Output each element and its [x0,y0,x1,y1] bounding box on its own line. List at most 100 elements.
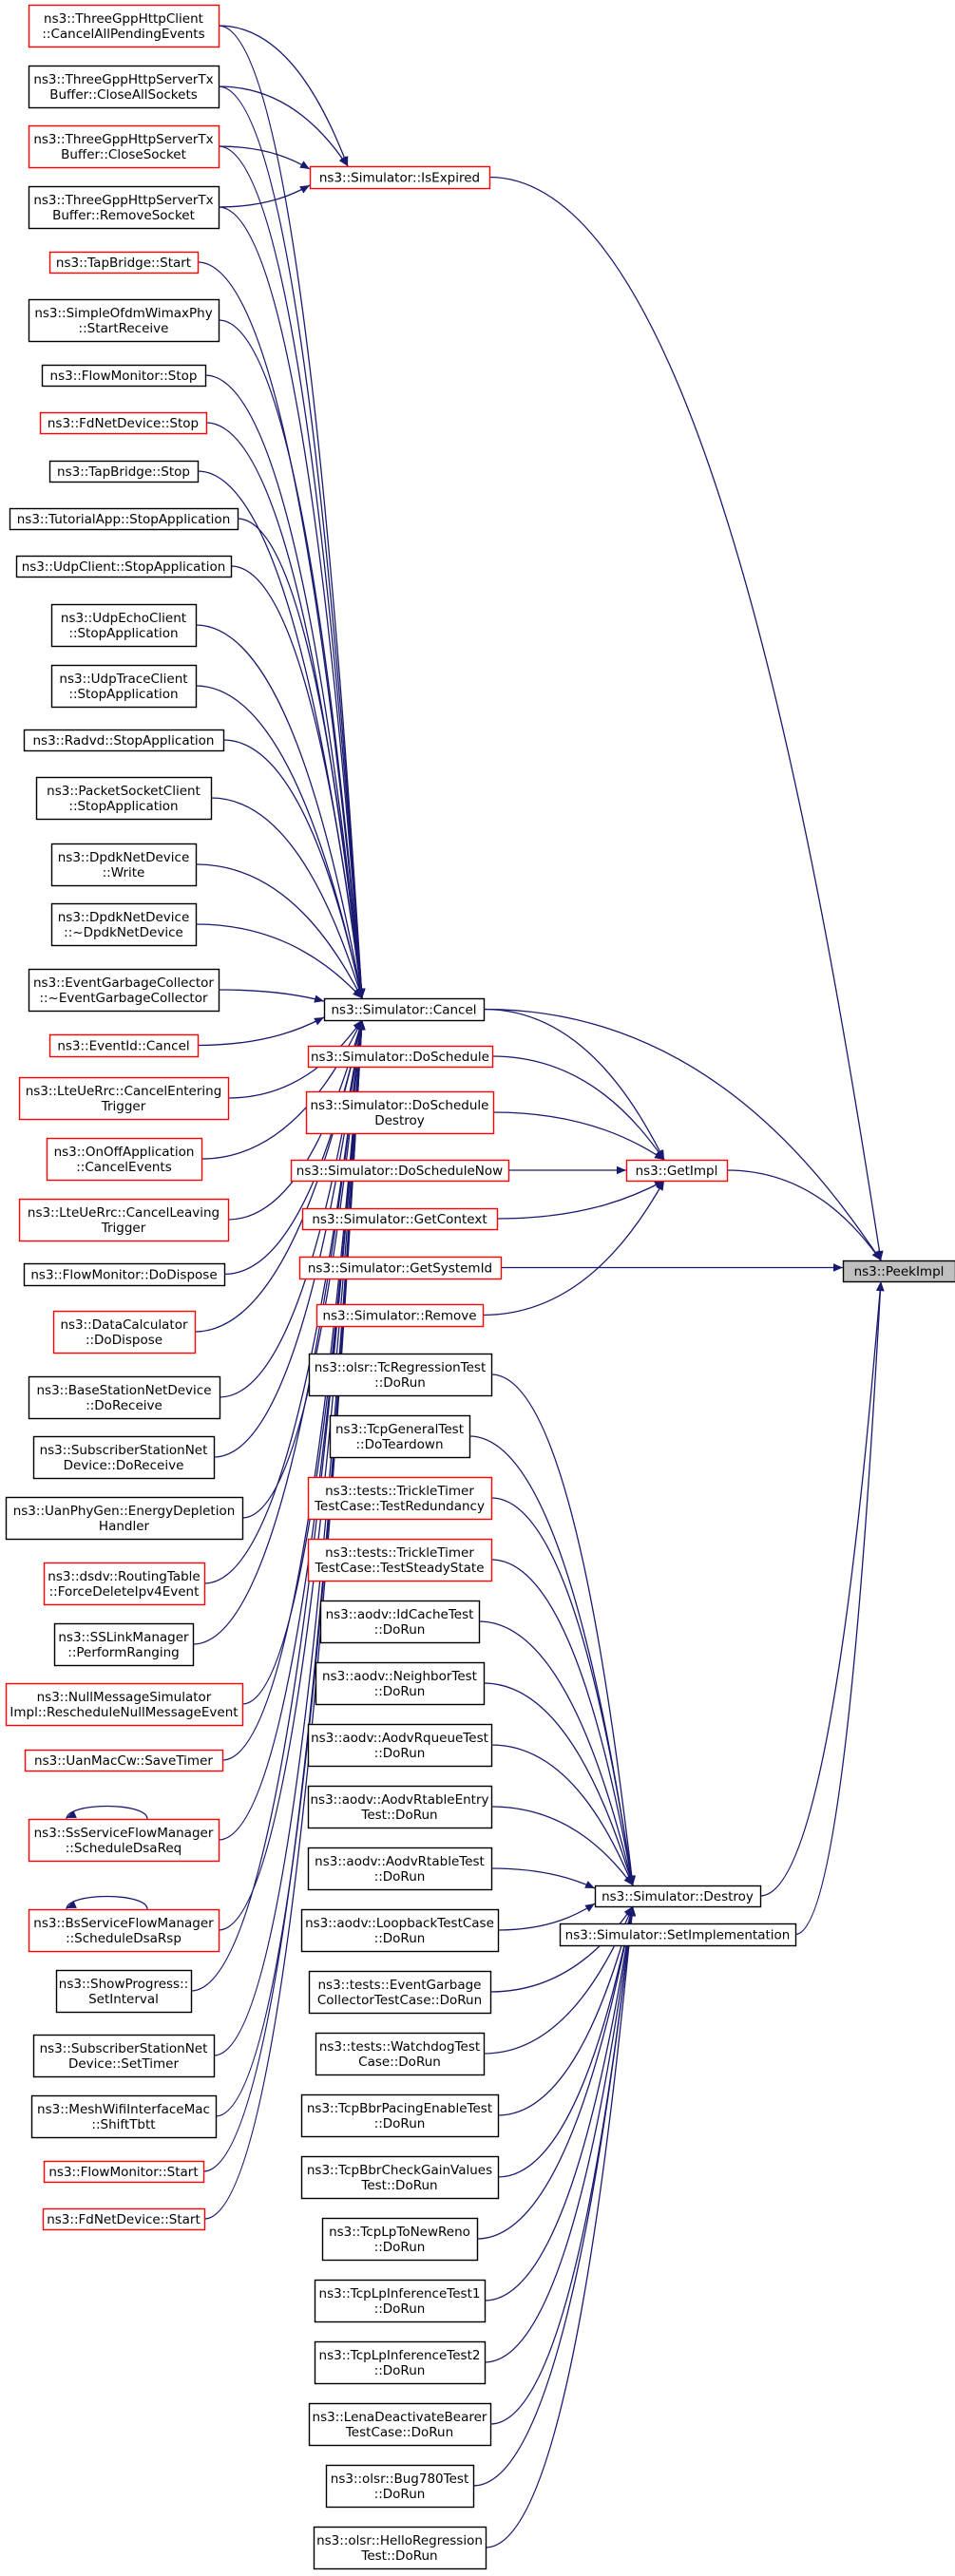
node-d7[interactable]: ns3::aodv::AodvRqueueTest::DoRun [307,1723,493,1768]
node-c35[interactable]: ns3::SubscriberStationNetDevice::SetTime… [32,2034,216,2078]
node-box-c30 [5,1682,244,1727]
node-c36[interactable]: ns3::MeshWifiInterfaceMac::ShiftTbtt [30,2094,218,2139]
node-c37[interactable]: ns3::FlowMonitor::Start [43,2160,205,2184]
node-c11[interactable]: ns3::UdpClient::StopApplication [15,555,233,578]
edge-remove-to-getimpl-arrowhead [656,1181,664,1191]
node-c12[interactable]: ns3::UdpEchoClient::StopApplication [50,603,198,648]
node-c26[interactable]: ns3::SubscriberStationNetDevice::DoRecei… [32,1435,216,1480]
node-label-c29-line1: ::PerformRanging [67,1645,179,1660]
node-c6[interactable]: ns3::SimpleOfdmWimaxPhy::StartReceive [28,298,220,343]
node-d9[interactable]: ns3::aodv::AodvRtableTest::DoRun [307,1847,493,1891]
node-d1[interactable]: ns3::olsr::TcRegressionTest::DoRun [308,1353,493,1397]
node-getsysid[interactable]: ns3::Simulator::GetSystemId [298,1256,503,1280]
node-c30[interactable]: ns3::NullMessageSimulatorImpl::Reschedul… [5,1682,244,1727]
node-d16[interactable]: ns3::TcpLpInferenceTest1::DoRun [314,2279,487,2323]
node-d13[interactable]: ns3::TcpBbrPacingEnableTest::DoRun [300,2093,500,2138]
node-box-d10 [300,1908,500,1953]
node-c34[interactable]: ns3::ShowProgress::SetInterval [55,1969,193,2014]
node-label-c1-line0: ns3::ThreeGppHttpClient [44,11,203,27]
node-c15[interactable]: ns3::PacketSocketClient::StopApplication [35,776,213,821]
node-d3[interactable]: ns3::tests::TrickleTimerTestCase::TestRe… [307,1476,493,1521]
node-c25[interactable]: ns3::BaseStationNetDevice::DoReceive [28,1375,221,1420]
node-box-c26 [32,1435,216,1480]
node-doschednow[interactable]: ns3::Simulator::DoScheduleNow [290,1159,510,1183]
node-d11[interactable]: ns3::tests::EventGarbageCollectorTestCas… [308,1970,492,2015]
node-d17[interactable]: ns3::TcpLpInferenceTest2::DoRun [314,2340,487,2385]
node-label-d16-line1: ::DoRun [374,2301,426,2317]
node-d2[interactable]: ns3::TcpGeneralTest::DoTeardown [329,1414,471,1459]
node-c13[interactable]: ns3::UdpTraceClient::StopApplication [50,664,198,709]
node-label-c26-line0: ns3::SubscriberStationNet [40,1443,208,1458]
node-c23[interactable]: ns3::FlowMonitor::DoDispose [23,1262,226,1287]
node-dosched[interactable]: ns3::Simulator::DoSchedule [307,1045,494,1069]
node-c16[interactable]: ns3::DpdkNetDevice::Write [50,843,198,887]
edge-c2-to-isexpired-arrowhead [338,156,348,166]
node-setimpl[interactable]: ns3::Simulator::SetImplementation [559,1923,797,1947]
node-box-d19 [325,2464,475,2509]
node-box-c32 [28,1818,220,1863]
node-c1[interactable]: ns3::ThreeGppHttpClient::CancelAllPendin… [28,4,220,48]
node-label-doschedd-line1: Destroy [374,1113,425,1128]
node-d15[interactable]: ns3::TcpLpToNewReno::DoRun [321,2217,479,2262]
node-box-c13 [50,664,198,709]
node-getctx[interactable]: ns3::Simulator::GetContext [301,1207,499,1231]
node-c28[interactable]: ns3::dsdv::RoutingTable::ForceDeleteIpv4… [43,1562,206,1606]
node-remove[interactable]: ns3::Simulator::Remove [315,1303,485,1328]
node-c3[interactable]: ns3::ThreeGppHttpServerTxBuffer::CloseSo… [28,124,220,169]
node-cancel[interactable]: ns3::Simulator::Cancel [323,997,486,1022]
node-c33[interactable]: ns3::BsServiceFlowManager::ScheduleDsaRs… [28,1908,220,1953]
edge-c10-to-cancel [237,518,363,999]
node-c10[interactable]: ns3::TutorialApp::StopApplication [9,507,239,531]
node-d5[interactable]: ns3::aodv::IdCacheTest::DoRun [319,1600,481,1644]
node-box-c25 [28,1375,221,1420]
node-c17[interactable]: ns3::DpdkNetDevice::~DpdkNetDevice [50,902,198,947]
edge-destroy-to-peek [759,1280,882,1897]
node-c29[interactable]: ns3::SSLinkManager::PerformRanging [53,1622,195,1667]
node-c14[interactable]: ns3::Radvd::StopApplication [23,729,225,752]
node-c4[interactable]: ns3::ThreeGppHttpServerTxBuffer::RemoveS… [28,185,220,230]
node-c21[interactable]: ns3::OnOffApplication::CancelEvents [46,1137,203,1182]
edge-c18-to-cancel-arrowhead [314,994,324,1003]
node-getimpl[interactable]: ns3::GetImpl [625,1159,729,1183]
node-c8[interactable]: ns3::FdNetDevice::Stop [39,411,208,435]
node-c9[interactable]: ns3::TapBridge::Stop [48,460,200,483]
node-c31[interactable]: ns3::UanMacCw::SaveTimer [24,1749,224,1772]
node-box-c38 [42,2207,206,2231]
node-c32[interactable]: ns3::SsServiceFlowManager::ScheduleDsaRe… [28,1818,220,1863]
node-d6[interactable]: ns3::aodv::NeighborTest::DoRun [315,1661,486,1706]
node-c38[interactable]: ns3::FdNetDevice::Start [42,2207,206,2231]
node-destroy[interactable]: ns3::Simulator::Destroy [594,1885,762,1908]
node-box-d8 [307,1785,493,1829]
node-c7[interactable]: ns3::FlowMonitor::Stop [41,364,207,388]
node-label-getsysid-line0: ns3::Simulator::GetSystemId [308,1261,492,1277]
node-c19[interactable]: ns3::EventId::Cancel [48,1033,200,1058]
node-c24[interactable]: ns3::DataCalculator::DoDispose [52,1310,197,1354]
node-box-d3 [307,1476,493,1521]
node-label-c25-line1: ::DoReceive [86,1398,162,1413]
node-box-c36 [30,2094,218,2139]
node-label-d7-line1: ::DoRun [374,1746,426,1761]
node-box-destroy [594,1885,762,1908]
edge-setimpl-to-peek-arrowhead [876,1281,885,1292]
node-d10[interactable]: ns3::aodv::LoopbackTestCase::DoRun [300,1908,500,1953]
node-label-d1-line1: ::DoRun [374,1375,426,1391]
edge-c4-to-isexpired [218,184,311,208]
node-c5[interactable]: ns3::TapBridge::Start [48,251,200,275]
node-label-c12-line1: ::StopApplication [68,626,178,641]
node-c18[interactable]: ns3::EventGarbageCollector::~EventGarbag… [28,968,220,1013]
node-c2[interactable]: ns3::ThreeGppHttpServerTxBuffer::CloseAl… [28,65,220,109]
node-box-c35 [32,2034,216,2078]
node-d19[interactable]: ns3::olsr::Bug780Test::DoRun [325,2464,475,2509]
node-label-destroy-line0: ns3::Simulator::Destroy [602,1889,754,1904]
node-isexpired[interactable]: ns3::Simulator::IsExpired [309,165,491,190]
node-d4[interactable]: ns3::tests::TrickleTimerTestCase::TestSt… [307,1538,493,1582]
